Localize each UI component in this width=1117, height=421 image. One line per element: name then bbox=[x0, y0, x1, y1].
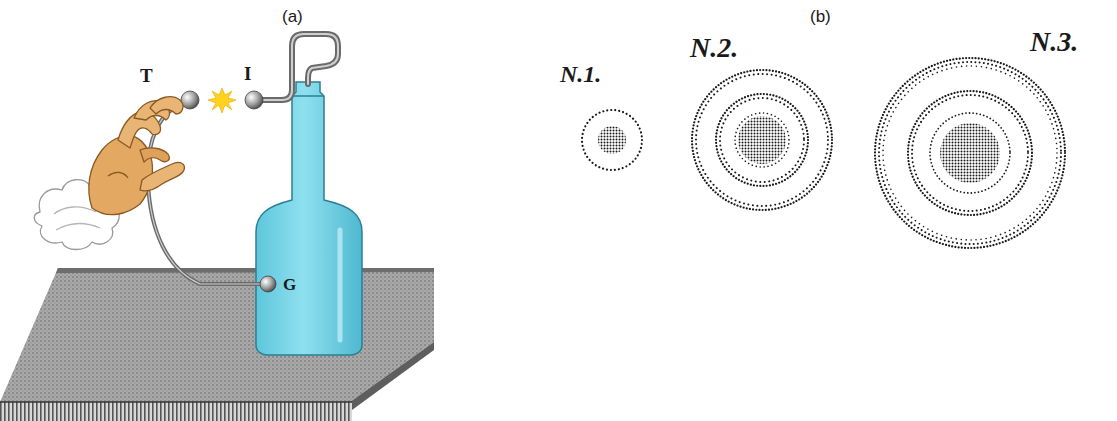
hand bbox=[34, 97, 184, 250]
ball-i bbox=[245, 91, 263, 109]
panel-label: (b) bbox=[810, 8, 831, 25]
figure-number: N.2. bbox=[690, 34, 738, 62]
panel-label: (a) bbox=[282, 8, 303, 25]
figure-number: N.3. bbox=[1030, 28, 1078, 56]
table bbox=[0, 268, 434, 421]
leyden-jar bbox=[256, 82, 362, 355]
dot-ring-figure-3 bbox=[875, 58, 1065, 248]
part-letter: G bbox=[283, 276, 296, 293]
figure-number: N.1. bbox=[560, 62, 601, 86]
ball-g bbox=[260, 276, 276, 292]
spark bbox=[208, 88, 236, 113]
dot-ring-figure-2 bbox=[692, 70, 832, 210]
ball-t bbox=[181, 91, 199, 109]
dot-ring-figure-1 bbox=[582, 110, 642, 170]
part-letter: T bbox=[140, 66, 153, 85]
part-letter: I bbox=[244, 64, 251, 83]
discharger-wire bbox=[148, 104, 262, 284]
conductor-tube bbox=[258, 34, 338, 100]
